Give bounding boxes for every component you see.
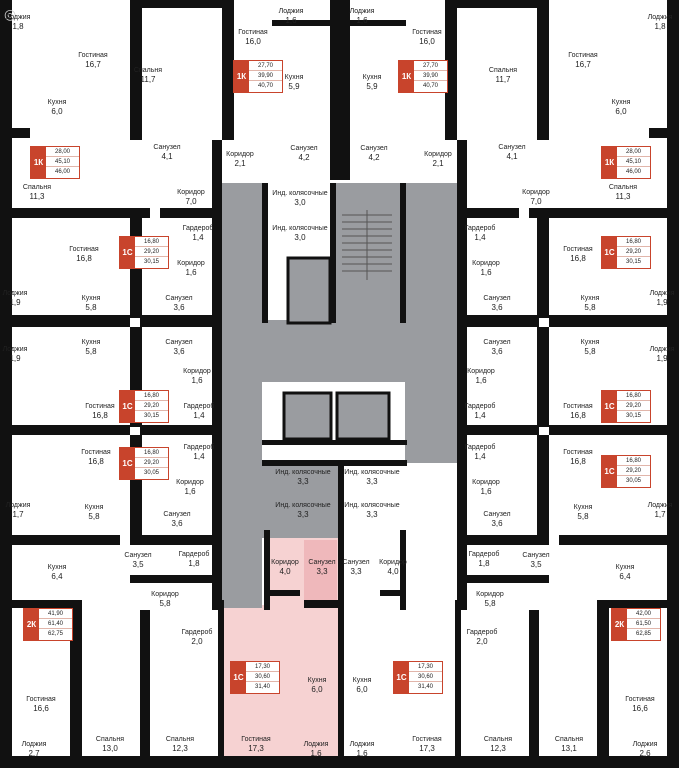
stairs	[342, 210, 392, 280]
apartment-area-value: 28,00	[46, 149, 79, 157]
apartment-area-value: 16,80	[135, 239, 168, 247]
corridor-branch	[262, 463, 342, 538]
apartment-area-value: 62,75	[47, 631, 63, 637]
apartment-area-value: 27,70	[249, 63, 282, 71]
highlighted-bathroom	[304, 540, 337, 602]
apartment-type: 1С	[394, 662, 409, 693]
apartment-type: 1С	[120, 448, 135, 479]
apartment-type: 2К	[612, 609, 627, 640]
apartment-area-value: 29,20	[135, 460, 168, 468]
apartment-area-value: 45,10	[46, 159, 79, 167]
central-corridor	[222, 183, 262, 608]
apartment-area-value: 29,20	[135, 249, 168, 257]
apartment-type: 1С	[120, 237, 135, 268]
watermark-logo: ◎	[4, 6, 17, 22]
apartment-area-value: 39,90	[414, 73, 447, 81]
apartment-area-value: 45,10	[617, 159, 650, 167]
lobby	[262, 320, 405, 382]
apartment-area-value: 46,00	[625, 169, 641, 175]
apartment-type: 1С	[602, 391, 617, 422]
apartment-area-value: 30,60	[246, 674, 279, 682]
apartment-type: 1С	[602, 456, 617, 487]
apartment-area-value: 61,40	[39, 621, 72, 629]
apartment-area-value: 62,85	[635, 631, 651, 637]
apartment-area-value: 16,80	[617, 458, 650, 466]
apartment-area-value: 40,70	[422, 83, 438, 89]
apartment-area-value: 17,30	[246, 664, 279, 672]
apartment-area-value: 30,05	[143, 470, 159, 476]
apartment-type: 1К	[399, 61, 414, 92]
apartment-area-value: 61,50	[627, 621, 660, 629]
apartment-area-value: 31,40	[417, 684, 433, 690]
apartment-area-value: 27,70	[414, 63, 447, 71]
apartment-area-value: 29,20	[617, 403, 650, 411]
elevator-shaft-1	[286, 256, 332, 325]
apartment-area-value: 31,40	[254, 684, 270, 690]
apartment-area-value: 16,80	[617, 393, 650, 401]
apartment-type: 1К	[602, 147, 617, 178]
apartment-type: 1С	[602, 237, 617, 268]
apartment-area-value: 30,05	[625, 478, 641, 484]
apartment-area-value: 29,20	[135, 403, 168, 411]
elevator-shaft-2	[282, 391, 333, 441]
apartment-type: 1К	[31, 147, 46, 178]
apartment-area-value: 42,00	[627, 611, 660, 619]
apartment-area-value: 41,90	[39, 611, 72, 619]
apartment-area-value: 30,15	[143, 413, 159, 419]
apartment-area-value: 16,80	[135, 450, 168, 458]
apartment-area-value: 16,80	[617, 239, 650, 247]
apartment-area-value: 17,30	[409, 664, 442, 672]
apartment-area-value: 16,80	[135, 393, 168, 401]
apartment-area-value: 40,70	[257, 83, 273, 89]
central-corridor-right	[405, 183, 457, 463]
elevator-shaft-3	[335, 391, 391, 441]
apartment-type: 1С	[231, 662, 246, 693]
apartment-area-value: 30,15	[625, 259, 641, 265]
apartment-area-value: 39,90	[249, 73, 282, 81]
apartment-type: 1К	[234, 61, 249, 92]
apartment-area-value: 46,00	[54, 169, 70, 175]
apartment-area-value: 29,20	[617, 468, 650, 476]
stair-core	[336, 183, 405, 320]
apartment-area-value: 30,60	[409, 674, 442, 682]
apartment-area-value: 29,20	[617, 249, 650, 257]
apartment-area-value: 30,15	[625, 413, 641, 419]
apartment-type: 1С	[120, 391, 135, 422]
apartment-area-value: 28,00	[617, 149, 650, 157]
apartment-type: 2К	[24, 609, 39, 640]
apartment-area-value: 30,15	[143, 259, 159, 265]
